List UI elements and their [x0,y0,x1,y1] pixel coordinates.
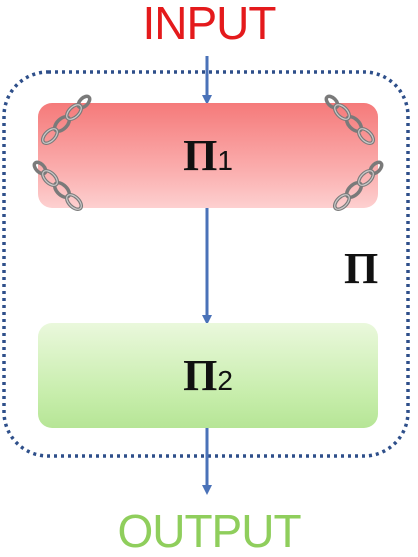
program-pi2-name: Π [183,351,218,400]
program-pi1-subscript: 1 [217,145,233,176]
input-label: INPUT [142,0,277,49]
program-pi1-box: Π1 [38,103,378,208]
chain-link-icon [324,94,376,146]
program-pi1-name: Π [183,131,218,180]
chain-link-icon [40,94,92,146]
output-label: OUTPUT [117,505,301,557]
outer-program-label: Π [344,244,379,293]
chain-link-icon [332,160,384,212]
program-pi2-label: Π2 [38,354,378,398]
chain-link-icon [32,160,84,212]
program-pi2-box: Π2 [38,323,378,428]
program-pi2-subscript: 2 [217,365,233,396]
outer-program-boundary [2,70,410,458]
program-pi1-label: Π1 [38,134,378,178]
